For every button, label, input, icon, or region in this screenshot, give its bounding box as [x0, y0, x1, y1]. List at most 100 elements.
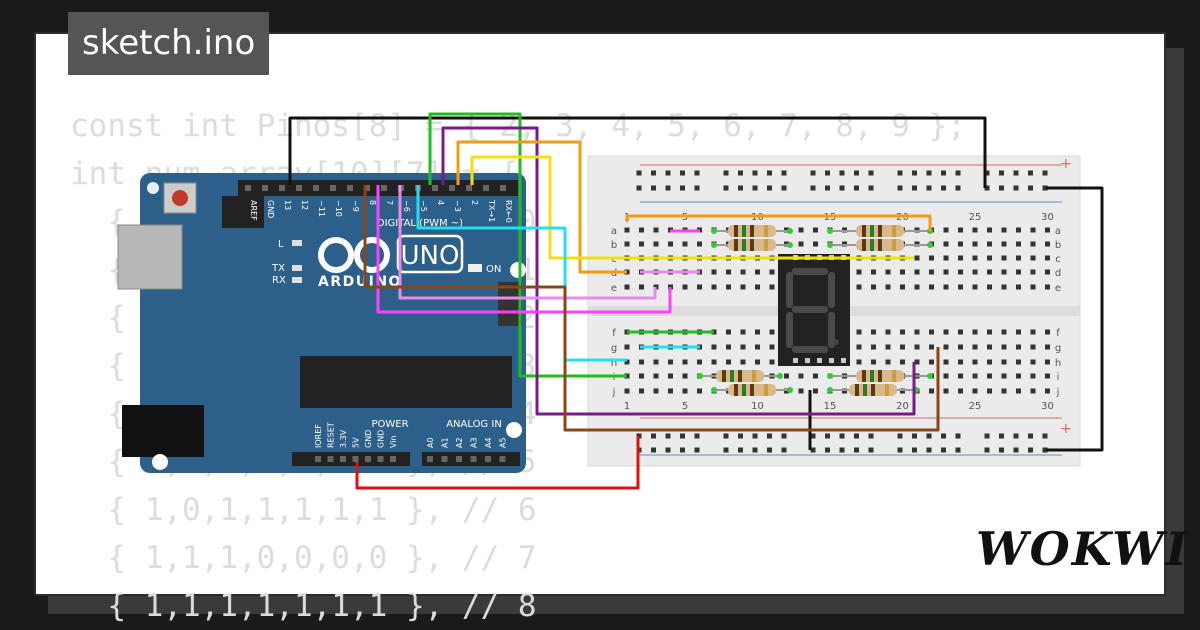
digital-pin-label: RX←0 — [504, 200, 513, 223]
col-number-top: 25 — [969, 212, 982, 223]
resistor — [711, 384, 793, 396]
digital-header-label: DIGITAL (PWM ~) — [377, 218, 463, 229]
on-led-label: ON — [486, 264, 501, 275]
digital-pin-label: 4 — [436, 200, 445, 205]
row-label-left: b — [611, 240, 617, 251]
row-label-right: b — [1055, 240, 1061, 251]
digital-pin-label: ~3 — [453, 200, 462, 212]
seven-segment-display — [778, 254, 850, 366]
row-label-left: g — [611, 343, 617, 354]
row-label-right: a — [1055, 226, 1061, 237]
wire-cyan[interactable] — [416, 185, 627, 362]
col-number-bottom: 30 — [1041, 401, 1054, 412]
resistor — [711, 239, 793, 251]
resistor — [827, 239, 933, 251]
analog-pin-label: A1 — [441, 437, 450, 448]
col-number-bottom: 20 — [896, 401, 909, 412]
power-pin-label: 3.3V — [339, 429, 348, 448]
power-header-label: POWER — [371, 419, 408, 430]
digital-pin-label: 2 — [470, 200, 479, 205]
power-pin-label: IOREF — [314, 424, 323, 448]
digital-pin-label: GND — [266, 200, 275, 218]
row-label-right: f — [1056, 328, 1060, 339]
resistor — [697, 370, 783, 382]
col-number-bottom: 5 — [682, 401, 688, 412]
power-pin-label: GND — [364, 430, 373, 448]
wire-rail-black[interactable] — [1046, 186, 1104, 452]
reset-button[interactable] — [172, 190, 188, 206]
col-number-bottom: 1 — [624, 401, 630, 412]
wire-orange[interactable] — [456, 140, 627, 274]
digital-pin-label: 8 — [368, 200, 377, 205]
row-label-right: g — [1055, 343, 1061, 354]
row-label-left: a — [611, 226, 617, 237]
power-pin-label: RESET — [327, 422, 336, 448]
row-label-right: c — [1055, 254, 1061, 265]
led-l-label: L — [278, 239, 284, 250]
col-number-bottom: 10 — [751, 401, 764, 412]
code-line: { 1,1,1,1,1,1,1 }, // 8 — [70, 588, 537, 624]
usb-port — [117, 224, 183, 290]
model-label: UNO — [401, 241, 460, 271]
row-label-right: i — [1057, 372, 1060, 383]
wire-jumper-orange[interactable] — [625, 214, 932, 231]
row-label-left: e — [611, 283, 617, 294]
code-line: { 1,1,1,0,0,0,0 }, // 7 — [70, 540, 537, 576]
wire-green[interactable] — [428, 112, 627, 378]
digital-pin-label: ~6 — [402, 200, 411, 212]
analog-pin-label: A3 — [470, 437, 479, 448]
wire-brown[interactable] — [363, 185, 940, 432]
led-tx-label: TX — [271, 263, 285, 274]
analog-header-label: ANALOG IN — [446, 419, 502, 430]
wire-pink[interactable] — [398, 185, 657, 300]
wire-magenta[interactable] — [376, 185, 672, 314]
row-label-left: j — [612, 387, 616, 398]
rail-plus-top: + — [1060, 156, 1072, 172]
wokwi-logo: WOKWI — [976, 522, 1190, 576]
digital-pin-label: TX→1 — [487, 199, 496, 222]
wire-red-5v[interactable] — [355, 436, 640, 490]
digital-pin-label: ~11 — [317, 200, 326, 217]
analog-pin-label: A4 — [484, 437, 493, 448]
arduino-uno-board: UNO ARDUINO ON L TX RX DIGITAL (PWM ~) P… — [117, 173, 526, 473]
led-rx-label: RX — [272, 275, 286, 286]
resistor — [827, 384, 919, 396]
row-label-right: j — [1056, 387, 1060, 398]
col-number-top: 30 — [1041, 212, 1054, 223]
wire-purple[interactable] — [441, 126, 916, 416]
digital-pin-label: 7 — [385, 200, 394, 205]
row-label-left: f — [612, 328, 616, 339]
analog-pin-label: A2 — [455, 437, 464, 448]
sketch-filename-tag[interactable]: sketch.ino — [68, 12, 270, 75]
rail-plus-bottom: + — [1060, 421, 1072, 437]
wire-group — [288, 112, 1104, 490]
power-pin-label: Vin — [389, 435, 398, 448]
col-number-bottom: 25 — [969, 401, 982, 412]
digital-pin-label: AREF — [249, 200, 258, 221]
dc-jack — [122, 405, 204, 457]
digital-pin-label: ~9 — [351, 200, 360, 212]
digital-pin-label: ~10 — [334, 200, 343, 217]
atmega-chip — [300, 356, 512, 408]
resistor — [711, 225, 793, 237]
row-label-right: d — [1055, 268, 1061, 279]
col-number-bottom: 15 — [824, 401, 837, 412]
analog-pin-label: A5 — [499, 437, 508, 448]
digital-pin-label: 12 — [300, 200, 309, 210]
resistor-group — [697, 225, 933, 396]
row-label-right: h — [1055, 358, 1061, 369]
resistor — [827, 225, 933, 237]
digit-segments — [786, 268, 835, 353]
power-pin-label: GND — [377, 430, 386, 448]
row-label-right: e — [1055, 283, 1061, 294]
arduino-infinity-logo — [318, 237, 390, 273]
digital-pin-label: ~5 — [419, 200, 428, 212]
code-line: { 1,0,1,1,1,1,1 }, // 6 — [70, 492, 537, 528]
power-pin-label: 5V — [352, 437, 361, 448]
wire-gnd-black[interactable] — [288, 116, 987, 188]
code-line: const int Pinos[8] = { 2, 3, 4, 5, 6, 7,… — [70, 108, 966, 144]
digital-pin-label: 13 — [283, 200, 292, 210]
row-label-left: h — [611, 358, 617, 369]
resistor — [827, 370, 933, 382]
